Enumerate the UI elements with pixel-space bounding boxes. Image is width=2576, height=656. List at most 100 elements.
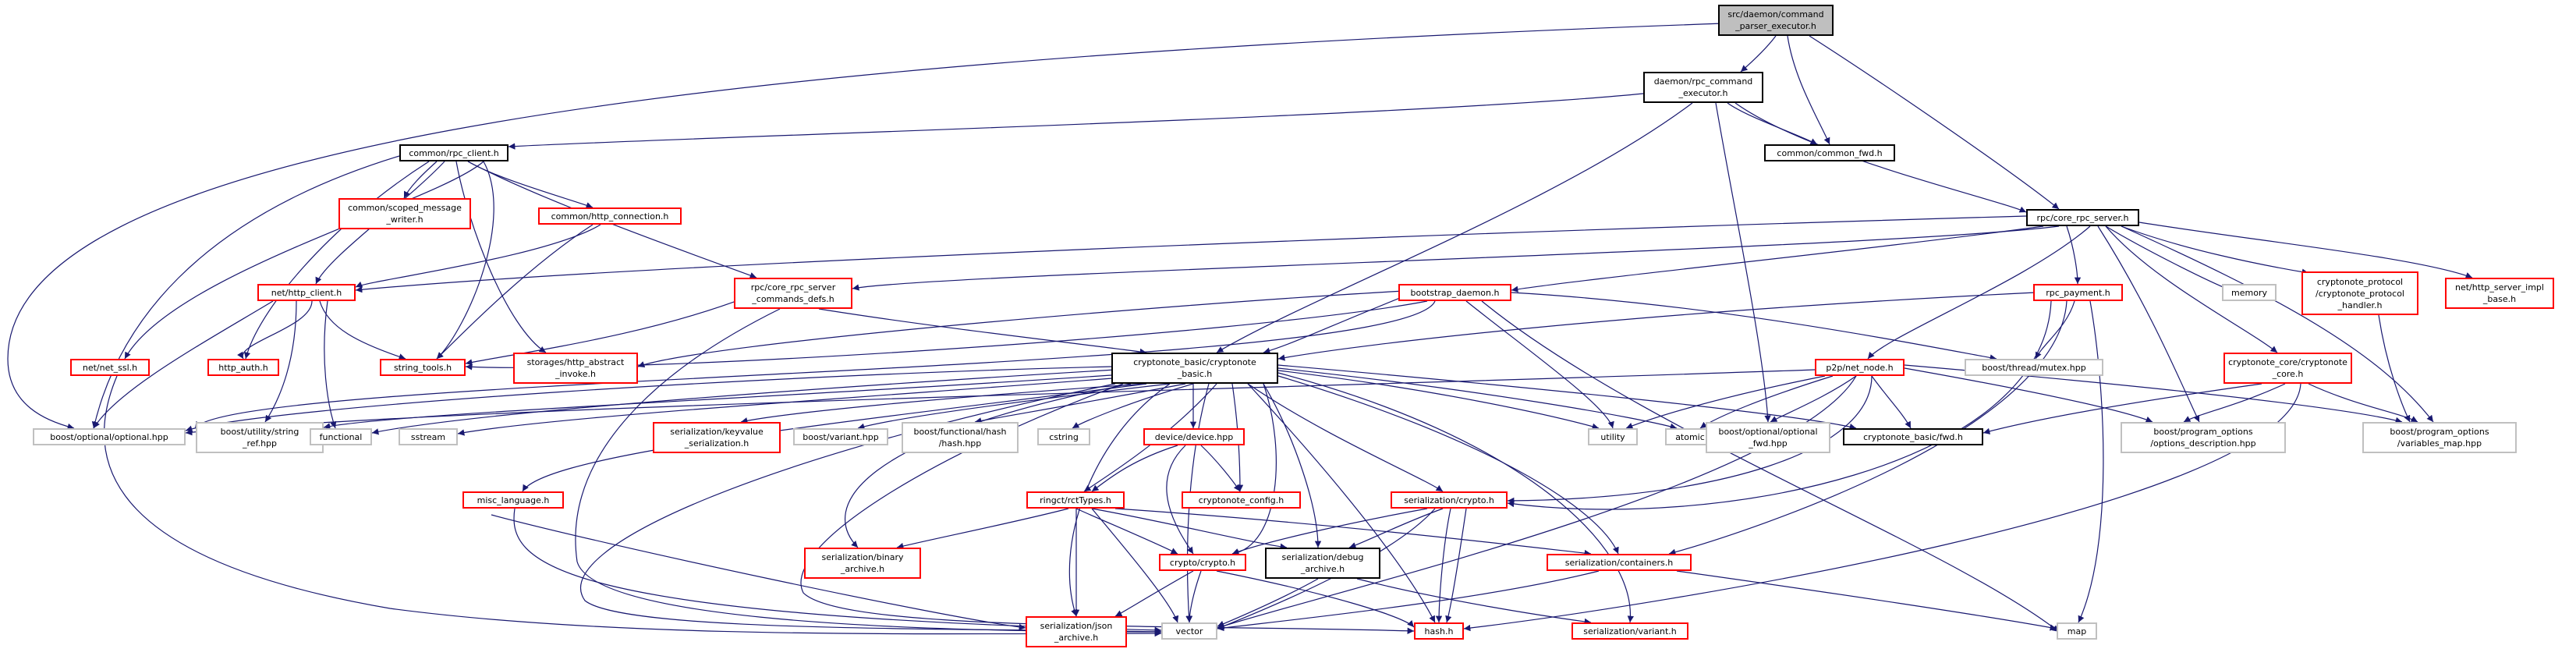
node-serialization-debug-archive[interactable]: serialization/debug _archive.h: [1265, 548, 1380, 579]
include-edge-77: [1277, 364, 1857, 431]
include-edge-20: [436, 224, 594, 360]
node-boost-variant[interactable]: boost/variant.hpp: [793, 428, 888, 445]
node-vector[interactable]: vector: [1161, 622, 1217, 640]
node-core-rpc-server-commands-defs[interactable]: rpc/core_rpc_server _commands_defs.h: [734, 278, 852, 309]
include-edge-1: [1740, 35, 1777, 73]
include-edge-14: [436, 161, 494, 360]
node-command-parser-executor[interactable]: src/daemon/command _parser_executor.h: [1718, 5, 1834, 36]
node-bootstrap-daemon[interactable]: bootstrap_daemon.h: [1398, 284, 1511, 301]
include-edge-39: [2105, 225, 2231, 291]
node-core-rpc-server[interactable]: rpc/core_rpc_server.h: [2026, 209, 2139, 226]
include-edge-54: [1982, 383, 2262, 434]
include-edge-107: [1216, 570, 1415, 628]
node-p2p-net-node[interactable]: p2p/net_node.h: [1815, 359, 1905, 376]
include-edge-16: [124, 161, 484, 360]
include-edge-41: [2138, 222, 2473, 279]
node-misc-language[interactable]: misc_language.h: [462, 491, 564, 509]
node-hash[interactable]: hash.h: [1414, 622, 1464, 640]
include-edge-95: [896, 508, 1069, 550]
node-cstring[interactable]: cstring: [1037, 428, 1090, 445]
node-keyvalue-serialization[interactable]: serialization/keyvalue _serialization.h: [653, 422, 781, 453]
include-edge-57: [1625, 375, 1826, 429]
node-crypto[interactable]: crypto/crypto.h: [1159, 554, 1246, 571]
node-boost-optional[interactable]: boost/optional/optional.hpp: [33, 428, 186, 445]
include-edge-15: [455, 161, 547, 353]
include-edge-71: [857, 383, 1171, 430]
node-boost-thread-mutex[interactable]: boost/thread/mutex.hpp: [1965, 359, 2103, 376]
node-cryptonote-basic-fwd[interactable]: cryptonote_basic/fwd.h: [1843, 428, 1983, 445]
include-edge-106: [1185, 570, 1202, 623]
include-edge-29: [637, 290, 1405, 368]
node-protocol-handler[interactable]: cryptonote_protocol /cryptonote_protocol…: [2301, 271, 2418, 315]
node-map[interactable]: map: [2057, 622, 2097, 640]
node-serialization-containers[interactable]: serialization/containers.h: [1547, 554, 1692, 571]
node-http-abstract-invoke[interactable]: storages/http_abstract _invoke.h: [513, 353, 638, 384]
node-variables-map[interactable]: boost/program_options /variables_map.hpp: [2362, 422, 2517, 453]
node-cryptonote-config[interactable]: cryptonote_config.h: [1182, 491, 1301, 509]
include-edge-86: [1185, 383, 1210, 623]
include-edge-53: [2308, 383, 2418, 423]
node-functional[interactable]: functional: [310, 428, 372, 445]
node-net-ssl[interactable]: net/net_ssl.h: [70, 359, 150, 376]
node-device[interactable]: device/device.hpp: [1143, 428, 1245, 445]
include-edge-34: [1465, 300, 1614, 429]
include-edge-110: [1356, 578, 1592, 626]
include-edge-3: [1809, 35, 2060, 210]
include-edge-2: [1787, 35, 1830, 145]
node-cryptonote-basic[interactable]: cryptonote_basic/cryptonote _basic.h: [1111, 353, 1278, 384]
include-edge-45: [2121, 225, 2434, 423]
include-edge-76: [1277, 367, 1678, 430]
include-edge-44: [2097, 225, 2200, 423]
include-edge-115: [104, 375, 1162, 637]
node-serialization-crypto[interactable]: serialization/crypto.h: [1391, 491, 1508, 509]
include-edge-68: [371, 369, 1116, 435]
node-cryptonote-core[interactable]: cryptonote_core/cryptonote _core.h: [2223, 353, 2352, 384]
include-edge-105: [1445, 508, 1467, 623]
include-edge-36: [852, 225, 2060, 291]
node-http-connection[interactable]: common/http_connection.h: [538, 207, 682, 225]
node-string-tools[interactable]: string_tools.h: [380, 359, 466, 376]
node-boost-optional-fwd[interactable]: boost/optional/optional _fwd.hpp: [1706, 422, 1830, 453]
include-edge-90: [1231, 383, 1277, 556]
node-rct-types[interactable]: ringct/rctTypes.h: [1026, 491, 1125, 509]
include-edge-73: [1072, 383, 1194, 429]
include-edge-35: [1481, 300, 2060, 633]
include-edge-109: [1217, 578, 1319, 627]
include-edge-52: [2183, 383, 2286, 423]
node-atomic[interactable]: atomic: [1665, 428, 1715, 445]
include-edge-21: [237, 300, 313, 360]
node-boost-functional-hash[interactable]: boost/functional/hash /hash.hpp: [902, 422, 1019, 453]
node-scoped-message-writer[interactable]: common/scoped_message _writer.h: [338, 198, 471, 229]
include-edge-114: [491, 514, 1026, 631]
node-utility[interactable]: utility: [1588, 428, 1638, 445]
node-serialization-binary-archive[interactable]: serialization/binary _archive.h: [804, 548, 921, 579]
node-common-fwd[interactable]: common/common_fwd.h: [1764, 144, 1895, 161]
node-serialization-json-archive[interactable]: serialization/json _archive.h: [1026, 616, 1127, 647]
include-edge-8: [1216, 102, 1693, 353]
node-http-client[interactable]: net/http_client.h: [257, 284, 356, 301]
node-http-server-impl-base[interactable]: net/http_server_impl _base.h: [2445, 278, 2554, 309]
include-edge-43: [1867, 225, 2091, 360]
include-edge-22: [319, 300, 406, 360]
node-rpc-payment[interactable]: rpc_payment.h: [2033, 284, 2123, 301]
node-rpc-command-executor[interactable]: daemon/rpc_command _executor.h: [1643, 72, 1763, 103]
node-http-auth[interactable]: http_auth.h: [207, 359, 279, 376]
include-edge-63: [1507, 375, 1873, 505]
include-edge-46: [355, 215, 2027, 293]
include-edge-60: [1871, 375, 1912, 429]
include-edge-69: [457, 377, 1124, 436]
include-edge-98: [1114, 508, 1592, 557]
include-edge-75: [1277, 370, 1600, 430]
node-options-description[interactable]: boost/program_options /options_descripti…: [2121, 422, 2286, 453]
node-sstream[interactable]: sstream: [399, 428, 458, 445]
include-edge-83: [1263, 383, 1322, 548]
node-boost-string-ref[interactable]: boost/utility/string _ref.hpp: [196, 422, 324, 453]
include-edge-50: [1668, 300, 2068, 555]
include-edge-38: [2066, 225, 2082, 285]
include-edge-4: [7, 23, 1724, 430]
node-serialization-variant[interactable]: serialization/variant.h: [1571, 622, 1688, 640]
node-rpc-client[interactable]: common/rpc_client.h: [399, 144, 508, 161]
include-edge-6: [1727, 102, 1818, 145]
include-edge-10: [403, 161, 438, 199]
node-memory[interactable]: memory: [2222, 284, 2277, 301]
